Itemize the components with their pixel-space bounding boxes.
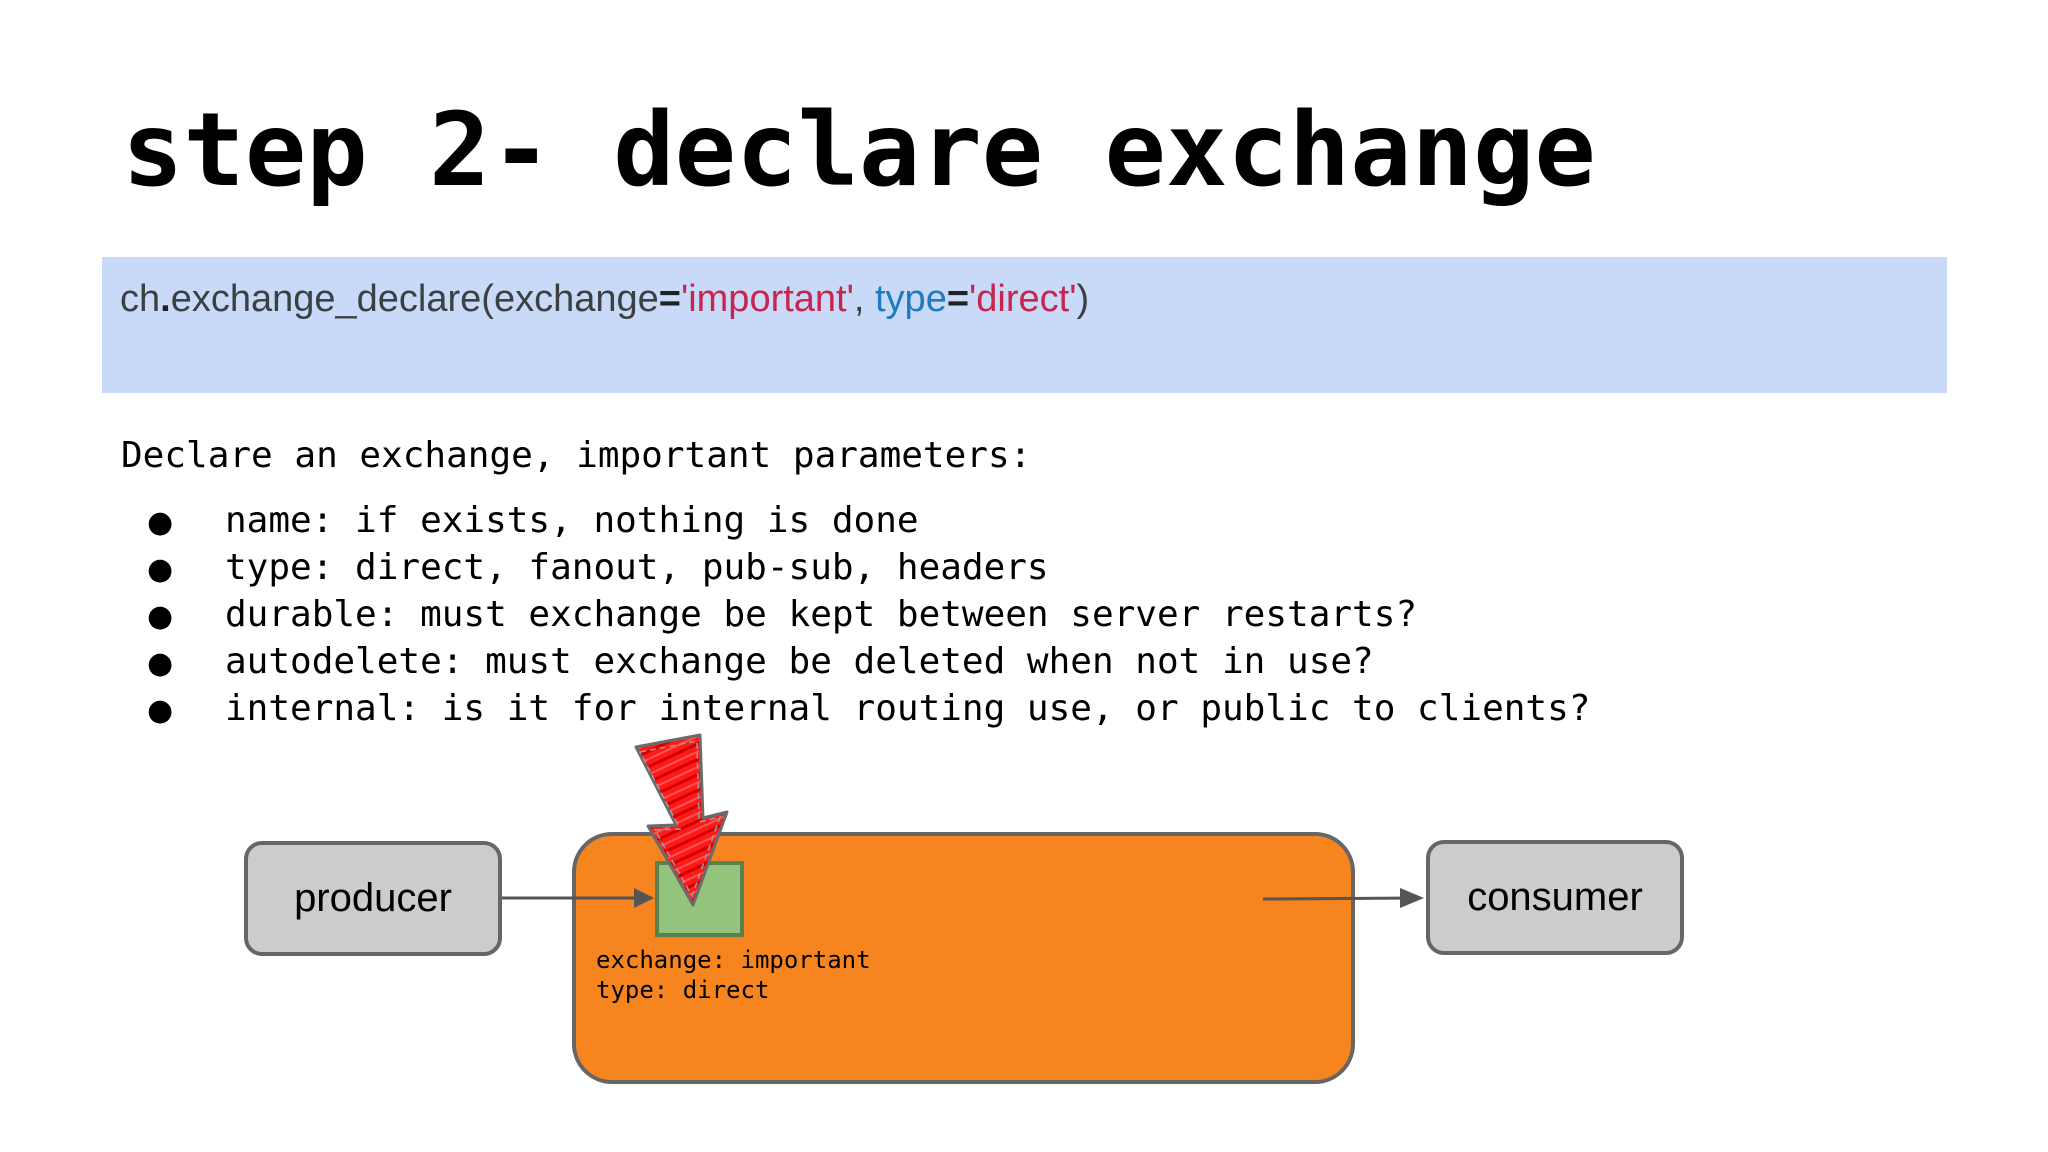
exchange-label: exchange: important type: direct bbox=[596, 945, 871, 1005]
code-arg1-name: exchange bbox=[493, 278, 659, 320]
code-dot: . bbox=[160, 278, 171, 320]
code-equals: = bbox=[946, 278, 970, 320]
list-item: ● autodelete: must exchange be deleted wh… bbox=[121, 638, 1590, 685]
producer-node: producer bbox=[244, 841, 502, 956]
slide-title: step 2- declare exchange bbox=[122, 91, 1596, 210]
bullet-icon: ● bbox=[147, 646, 174, 681]
code-close-paren: ) bbox=[1076, 278, 1090, 320]
code-equals: = bbox=[658, 278, 681, 320]
code-block: ch.exchange_declare(exchange='important'… bbox=[102, 257, 1947, 393]
list-item-text: name: if exists, nothing is done bbox=[225, 500, 919, 541]
list-item-text: type: direct, fanout, pub-sub, headers bbox=[225, 547, 1049, 588]
code-arg1-value: 'important' bbox=[680, 278, 854, 320]
highlight-arrow-icon bbox=[634, 733, 729, 907]
bullet-icon: ● bbox=[147, 693, 174, 728]
code-function: exchange_declare bbox=[170, 278, 482, 320]
producer-label: producer bbox=[294, 876, 452, 920]
exchange-type-line: type: direct bbox=[596, 976, 770, 1004]
code-object: ch bbox=[120, 278, 161, 320]
code-comma: , bbox=[853, 278, 875, 320]
list-item: ● internal: is it for internal routing us… bbox=[121, 685, 1590, 732]
code-arg2-name: type bbox=[875, 278, 947, 320]
description-intro: Declare an exchange, important parameter… bbox=[121, 435, 1032, 476]
list-item-text: autodelete: must exchange be deleted whe… bbox=[225, 641, 1374, 682]
list-item-text: internal: is it for internal routing use… bbox=[225, 688, 1591, 729]
code-open-paren: ( bbox=[481, 278, 494, 320]
list-item: ● durable: must exchange be kept between … bbox=[121, 591, 1590, 638]
code-arg2-value: 'direct' bbox=[969, 278, 1077, 320]
bullet-icon: ● bbox=[147, 552, 174, 587]
list-item-text: durable: must exchange be kept between s… bbox=[225, 594, 1418, 635]
producer-to-exchange-arrow bbox=[502, 888, 654, 908]
code-line: ch.exchange_declare(exchange='important'… bbox=[120, 277, 1089, 323]
broker-to-consumer-arrow bbox=[1262, 888, 1424, 908]
exchange-name-line: exchange: important bbox=[596, 946, 871, 974]
list-item: ● type: direct, fanout, pub-sub, headers bbox=[121, 544, 1590, 591]
consumer-label: consumer bbox=[1467, 875, 1643, 919]
bullet-icon: ● bbox=[147, 505, 174, 540]
list-item: ● name: if exists, nothing is done bbox=[121, 497, 1590, 544]
parameter-list: ● name: if exists, nothing is done ● type:… bbox=[121, 497, 1590, 732]
consumer-node: consumer bbox=[1426, 840, 1684, 955]
bullet-icon: ● bbox=[147, 599, 174, 634]
